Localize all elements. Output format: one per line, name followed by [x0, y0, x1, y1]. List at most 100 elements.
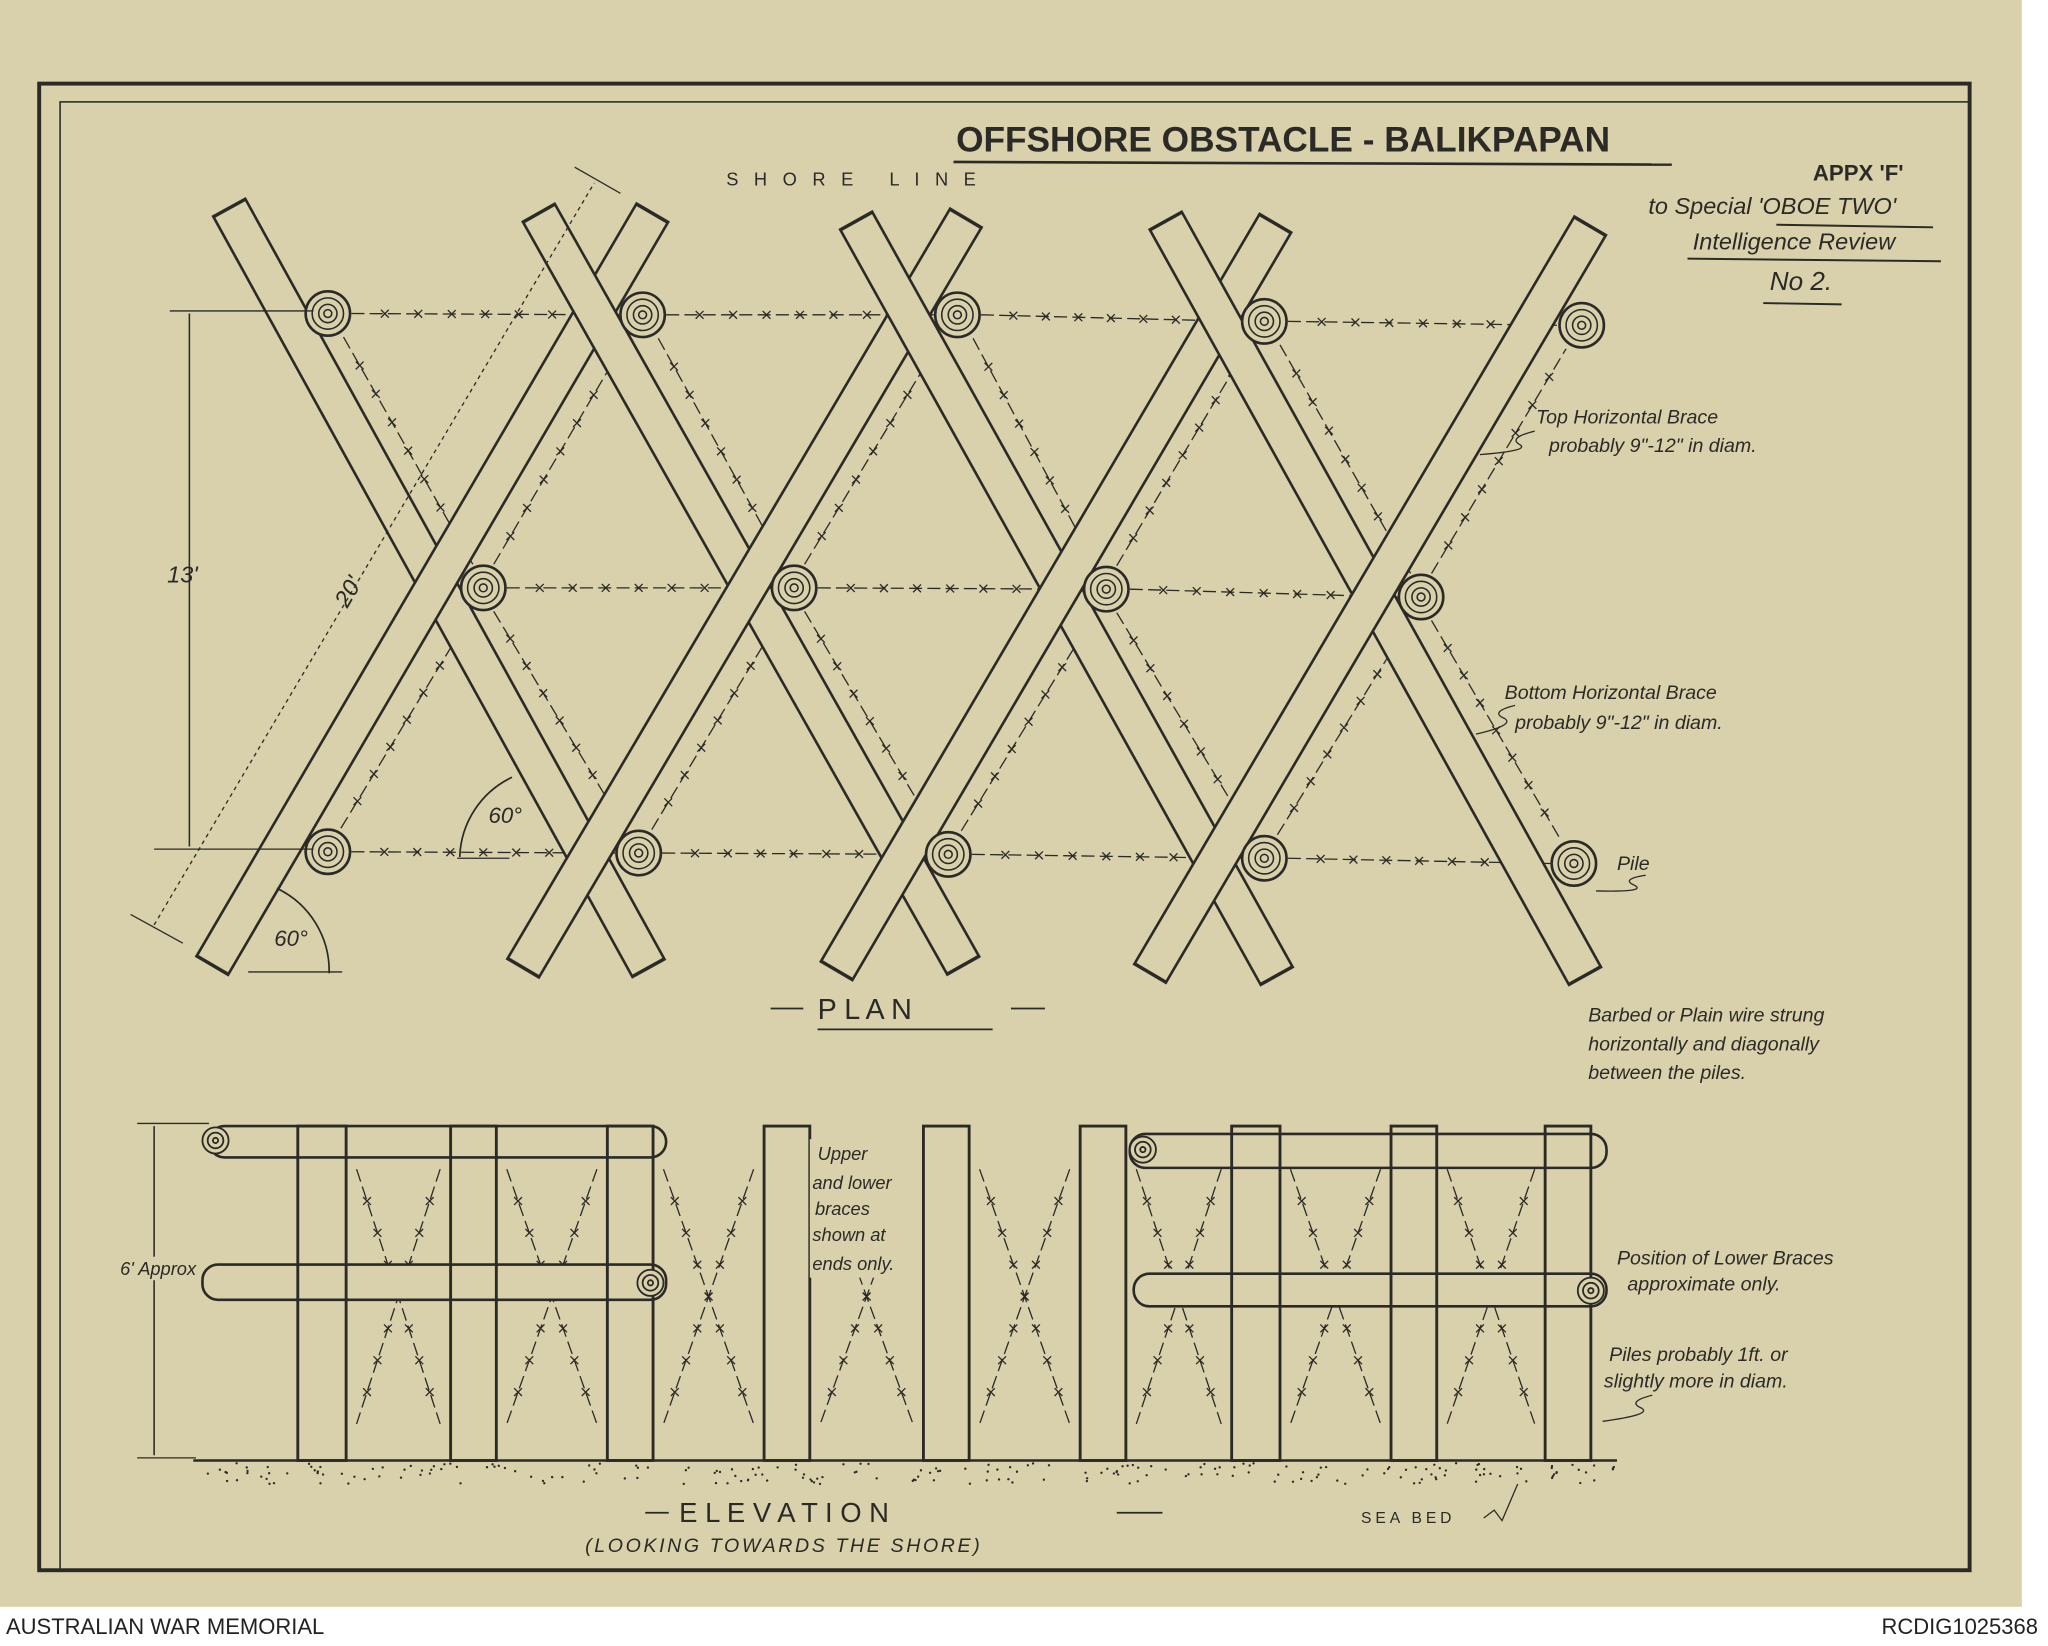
sea-bed-speckle [429, 1472, 431, 1474]
sea-bed-speckle [410, 1465, 412, 1467]
footer-id: RCDIG1025368 [1881, 1614, 2038, 1640]
sea-bed-speckle [914, 1479, 916, 1481]
note: Position of Lower Braces [1617, 1248, 1834, 1270]
angle-label-lower: 60° [274, 926, 308, 951]
sea-bed-speckle [1200, 1473, 1202, 1475]
sea-bed-speckle [1585, 1471, 1587, 1473]
sea-bed-speckle [1274, 1480, 1276, 1482]
sea-bed-speckle [551, 1476, 553, 1478]
sea-bed-speckle [268, 1472, 270, 1474]
sea-bed-speckle [449, 1463, 451, 1465]
elevation-sublabel: (LOOKING TOWARDS THE SHORE) [585, 1535, 982, 1557]
sea-bed-speckle [347, 1482, 349, 1484]
sea-bed-speckle [935, 1467, 937, 1469]
sea-bed-speckle [1116, 1470, 1118, 1472]
sea-bed-speckle [1150, 1465, 1152, 1467]
appendix-line-2: to Special 'OBOE TWO' [1648, 193, 1897, 219]
sea-bed-speckle [1233, 1466, 1235, 1468]
note: Pile [1617, 853, 1650, 875]
sea-bed-speckle [1516, 1472, 1518, 1474]
braces-note: Upper and lower braces shown at ends onl… [810, 1139, 914, 1277]
sea-bed-speckle [1086, 1477, 1088, 1479]
sea-bed-speckle [1216, 1473, 1218, 1475]
sea-bed-speckle [260, 1475, 262, 1477]
brace-end-icon [1130, 1137, 1156, 1163]
sea-bed-speckle [758, 1466, 760, 1468]
sea-bed-speckle [1277, 1474, 1279, 1476]
sea-bed-speckle [430, 1469, 432, 1471]
sea-bed-speckle [561, 1476, 563, 1478]
sea-bed-speckle [917, 1475, 919, 1477]
sea-bed-speckle [1129, 1482, 1131, 1484]
note: probably 9"-12" in diam. [1548, 435, 1757, 457]
sea-bed-speckle [1444, 1474, 1446, 1476]
horizontal-brace [1134, 1274, 1607, 1307]
sea-bed-speckle [1483, 1473, 1485, 1475]
sea-bed-speckle [716, 1470, 718, 1472]
sea-bed-speckle [493, 1466, 495, 1468]
sea-bed-speckle [726, 1482, 728, 1484]
note: between the piles. [1588, 1062, 1746, 1084]
sea-bed-speckle [986, 1479, 988, 1481]
sea-bed-speckle [731, 1468, 733, 1470]
sea-bed-speckle [794, 1469, 796, 1471]
sea-bed-speckle [1434, 1476, 1436, 1478]
sea-bed-speckle [1218, 1466, 1220, 1468]
sea-bed-speckle [821, 1476, 823, 1478]
sea-bed-speckle [1425, 1468, 1427, 1470]
sea-bed-speckle [776, 1466, 778, 1468]
sea-bed-speckle [795, 1464, 797, 1466]
sea-bed-speckle [1199, 1466, 1201, 1468]
sea-bed-speckle [1520, 1468, 1522, 1470]
sea-bed-speckle [1302, 1471, 1304, 1473]
sea-bed-speckle [1016, 1471, 1018, 1473]
appendix-line-4: No 2. [1770, 266, 1832, 296]
sea-bed-speckle [920, 1469, 922, 1471]
sea-bed-speckle [1475, 1468, 1477, 1470]
sea-bed-speckle [1478, 1463, 1480, 1465]
sea-bed-speckle [224, 1471, 226, 1473]
elevation-label-text: E L E V A T I O N [679, 1497, 889, 1528]
sea-bed-speckle [319, 1466, 321, 1468]
note: braces [815, 1198, 870, 1219]
sea-bed-speckle [542, 1480, 544, 1482]
sea-bed-speckle [1164, 1468, 1166, 1470]
sea-bed-speckle [1317, 1473, 1319, 1475]
sea-bed-speckle [268, 1483, 270, 1485]
sea-bed-speckle [246, 1466, 248, 1468]
sea-bed-speckle [583, 1480, 585, 1482]
sea-bed-speckle [378, 1475, 380, 1477]
sea-bed-speckle [1214, 1468, 1216, 1470]
sea-bed-speckle [719, 1471, 721, 1473]
sea-bed-speckle [1117, 1473, 1119, 1475]
sea-bed-speckle [456, 1466, 458, 1468]
note: slightly more in diam. [1604, 1370, 1788, 1392]
sea-bed-speckle [1316, 1476, 1318, 1478]
sea-bed-speckle [1048, 1464, 1050, 1466]
sea-bed-speckle [1027, 1464, 1029, 1466]
sea-bed-speckle [937, 1470, 939, 1472]
sea-bed-speckle [1483, 1468, 1485, 1470]
sea-bed-speckle [514, 1470, 516, 1472]
sea-bed-speckle [647, 1466, 649, 1468]
sea-bed-speckle [314, 1469, 316, 1471]
sea-bed-speckle [433, 1465, 435, 1467]
sea-bed-speckle [599, 1463, 601, 1465]
horizontal-brace [202, 1265, 666, 1300]
horizontal-brace [1130, 1134, 1607, 1168]
sea-bed-speckle [819, 1483, 821, 1485]
sea-bed-speckle [964, 1468, 966, 1470]
sea-bed-speckle [504, 1467, 506, 1469]
dim-height-label: 13' [167, 562, 199, 588]
sea-bed-speckle [1126, 1465, 1128, 1467]
sea-bed-speckle [1086, 1480, 1088, 1482]
note: horizontally and diagonally [1588, 1033, 1820, 1055]
sea-bed-speckle [1579, 1482, 1581, 1484]
sea-bed-speckle [1145, 1474, 1147, 1476]
sea-bed-speckle [1009, 1466, 1011, 1468]
angle-label-upper: 60° [488, 803, 522, 828]
note: Top Horizontal Brace [1536, 406, 1718, 428]
sea-bed-speckle [1292, 1481, 1294, 1483]
sea-bed-speckle [593, 1468, 595, 1470]
sea-bed-speckle [267, 1466, 269, 1468]
